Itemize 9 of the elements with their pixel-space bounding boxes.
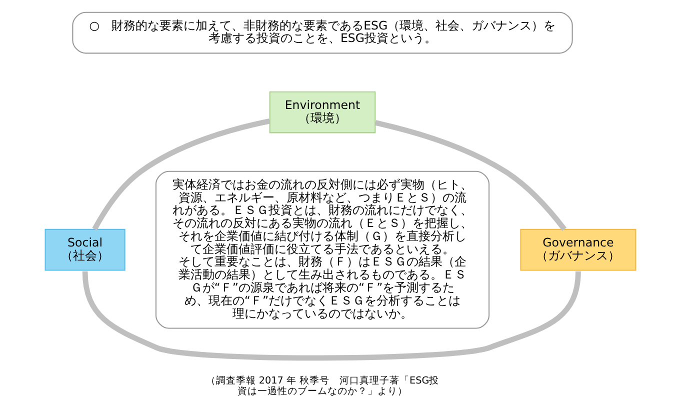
node-box: ○ 財務的な要素に加えて、非財務的な要素であるESG（環境、社会、ガバナンス）を考慮する投資のことを、ESG投資という。 [72,12,572,54]
connector [374,120,566,231]
connector [82,271,580,361]
connector [92,118,270,230]
node-box: Environment （環境） [268,91,376,134]
node-box: Governance （ガバナンス） [520,228,636,271]
label: （調査季報 2017 年 秋季号 河口真理子著「ESG投資は一過性のブームなのか？」より） [205,375,439,398]
node-box: 実体経済ではお金の流れの反対側には必ず実物（ヒト、資源、エネルギー、原材料など、つまりＥとＳ）の流れがある。ＥＳＧ投資とは、財務の流れにだけでなく、その流れの反対にある実物の流れ（ＥとＳ）を把握し、それを企業価値に結び付ける体制（Ｇ）を直接分析して企業価値評価に役立てる手法であるといえる。 そして重要なことは、財務（Ｆ）はＥＳＧの結果（企業活動の結果）として生み出されるものである。ＥＳＧが“Ｆ”の源泉であれば将来の“Ｆ”を予測するため、現在の“Ｆ”だけでなくＥＳＧを分析することは理にかなっているのではないか。 [154,170,490,329]
node-box: Social （社会） [44,228,125,271]
